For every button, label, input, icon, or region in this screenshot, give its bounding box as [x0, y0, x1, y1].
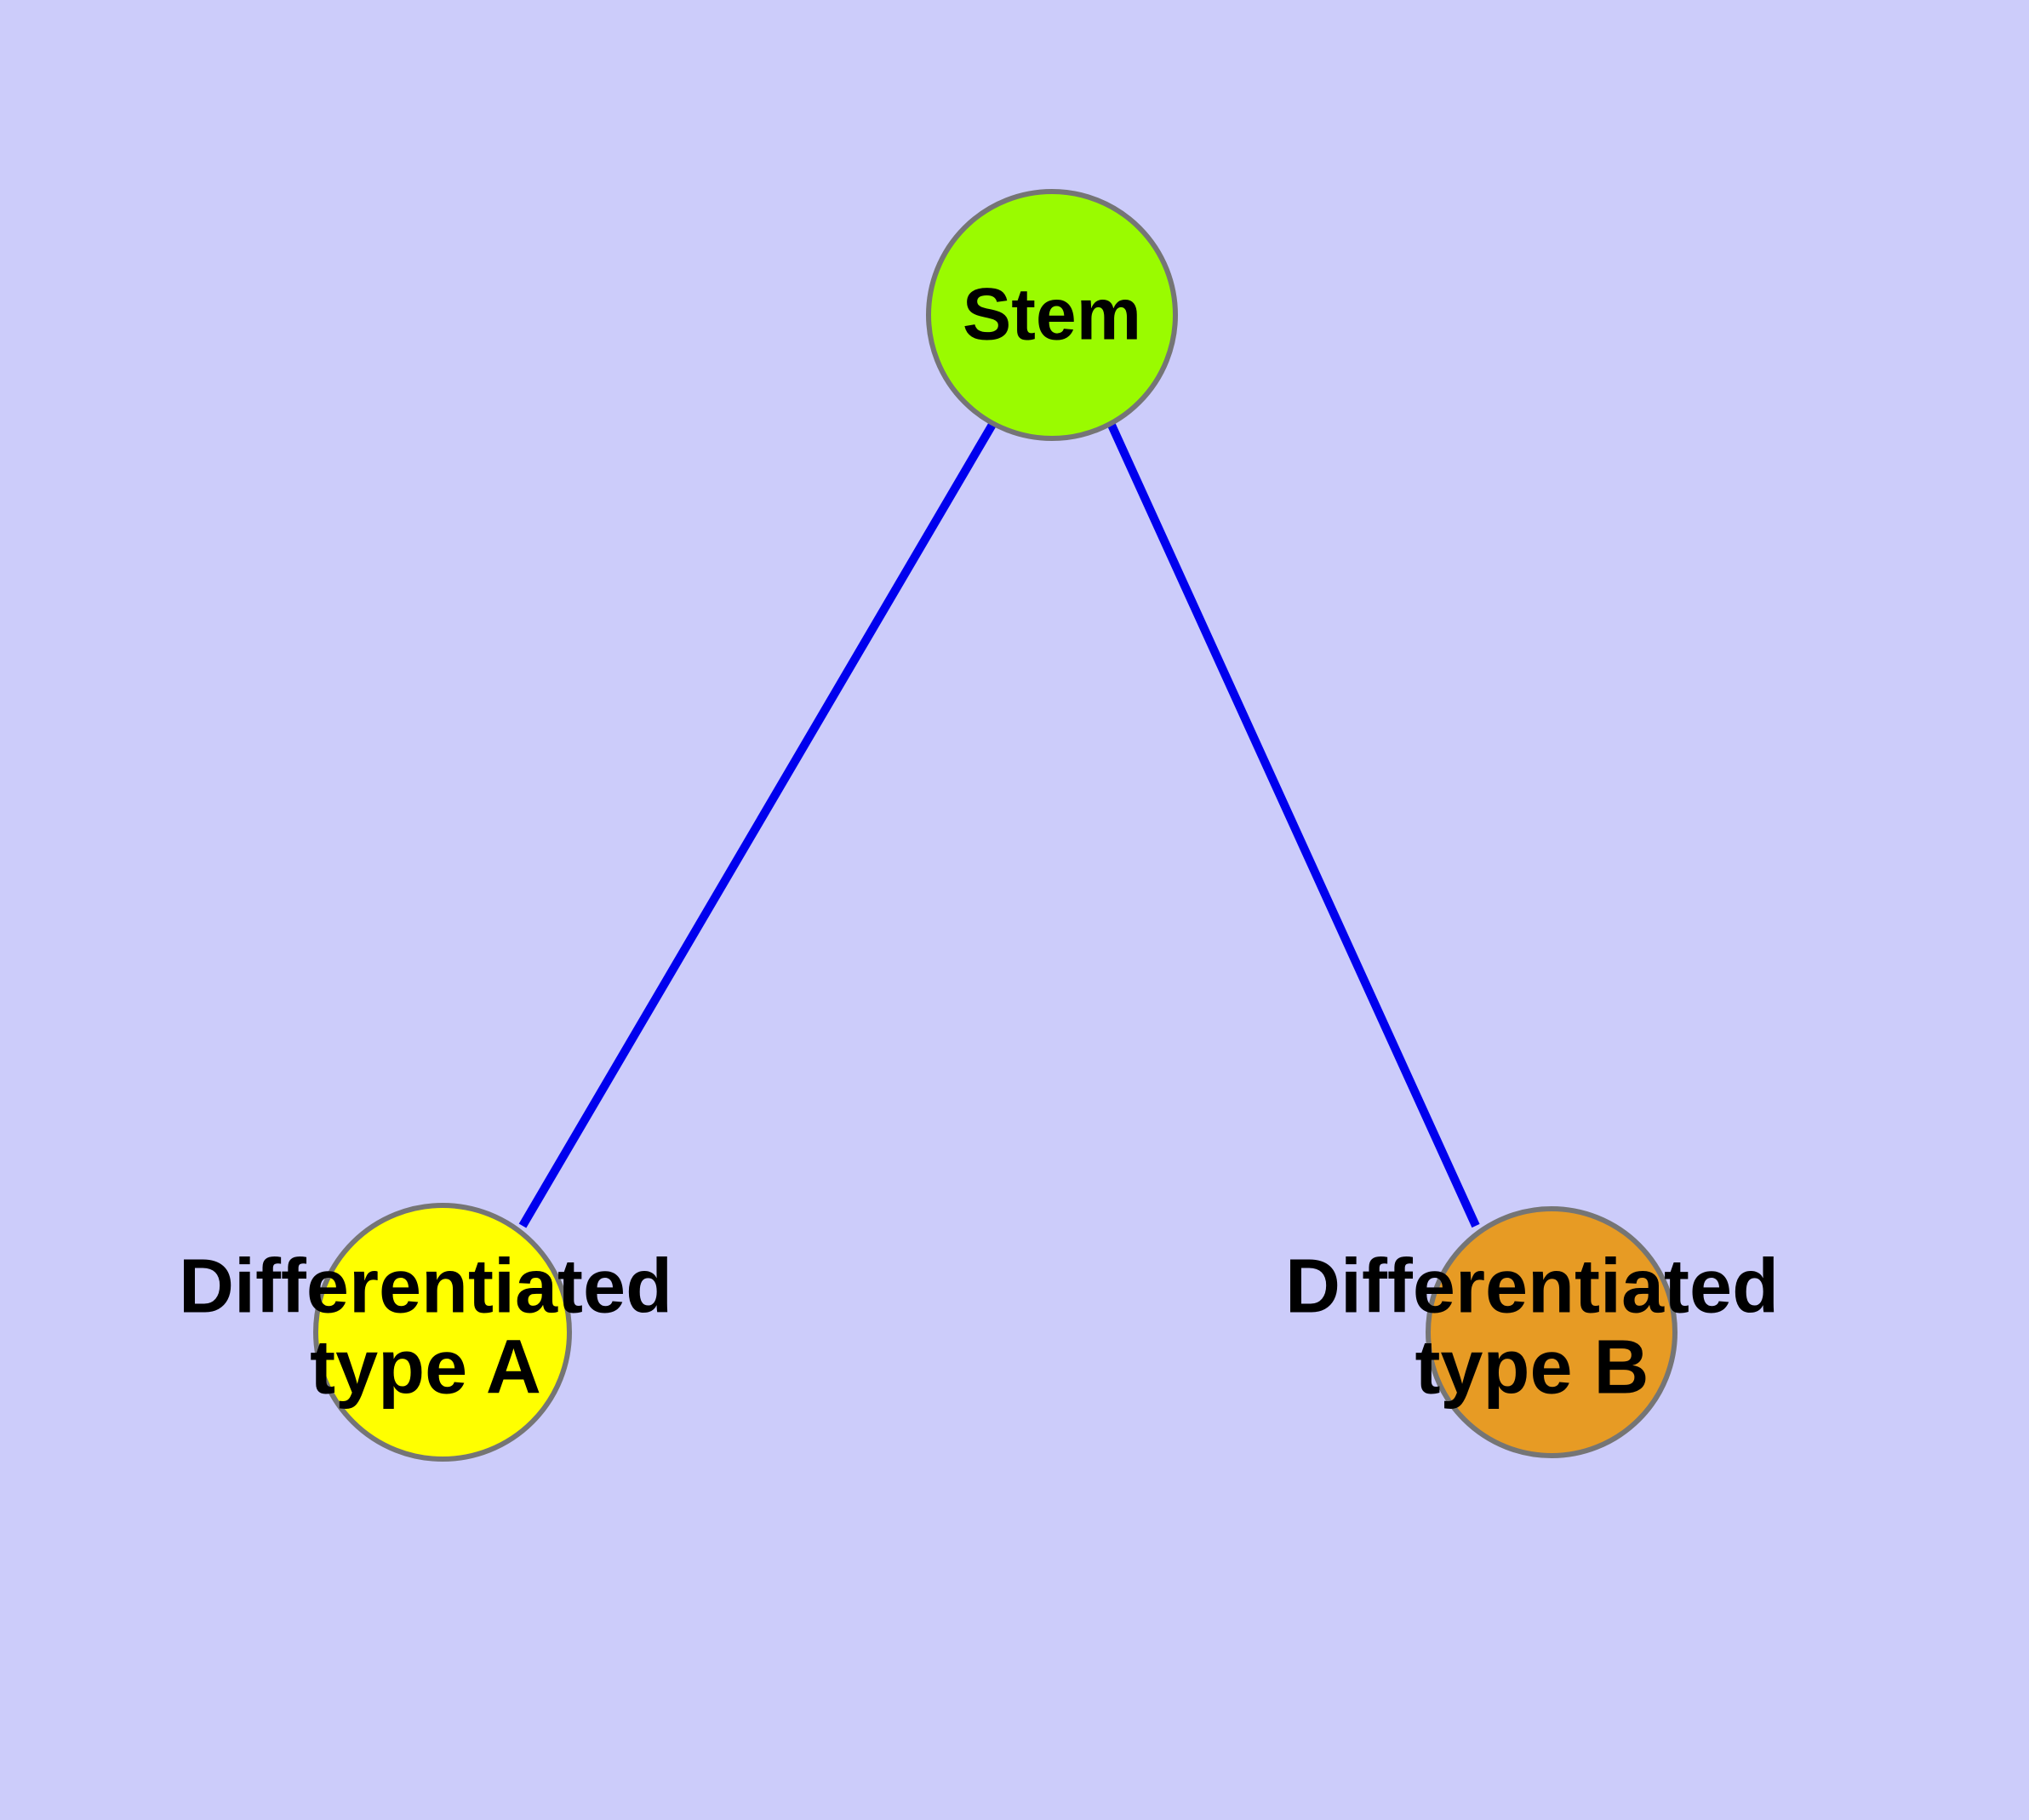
edge-layer: [518, 421, 1480, 1228]
node-differentiated-type-b[interactable]: [1426, 1206, 1677, 1458]
node-stem[interactable]: [926, 189, 1178, 441]
node-layer: [313, 189, 1677, 1462]
edge-stem-to-diff-a[interactable]: [518, 421, 997, 1228]
node-differentiated-type-a[interactable]: [313, 1203, 572, 1462]
edge-stem-to-diff-b[interactable]: [1106, 421, 1480, 1228]
